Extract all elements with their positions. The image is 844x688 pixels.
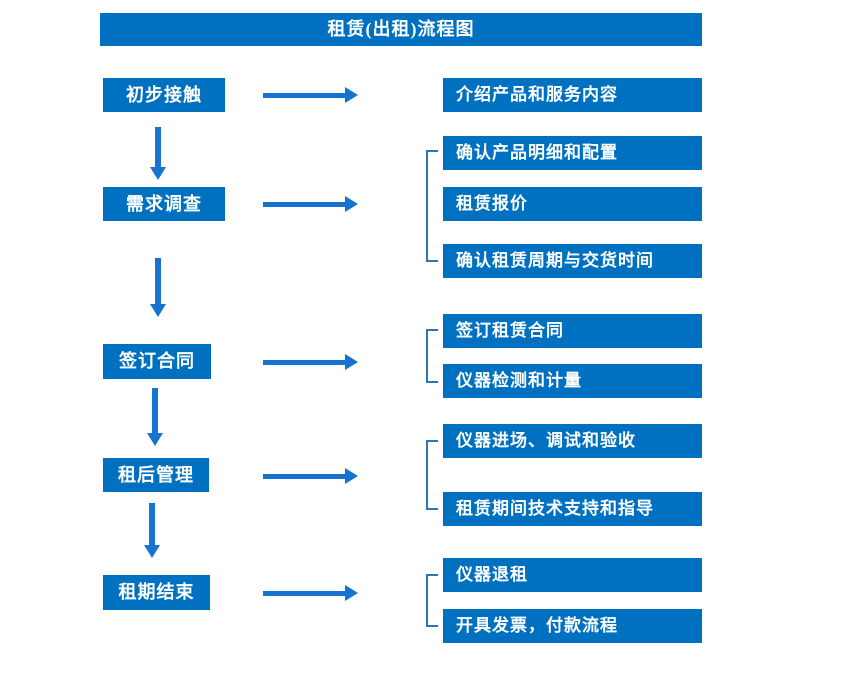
output-box-instrument-entry: 仪器进场、调试和验收 [443, 424, 702, 458]
right-arrow-head [345, 585, 358, 601]
right-arrow-shaft [263, 201, 345, 207]
output-box-confirm-rental-period: 确认租赁周期与交货时间 [443, 244, 702, 278]
right-arrow-3 [263, 354, 358, 370]
output-box-tech-support: 租赁期间技术支持和指导 [443, 492, 702, 526]
down-arrow-shaft [152, 388, 158, 433]
right-arrow-shaft [263, 92, 345, 98]
down-arrow-4 [144, 503, 160, 558]
right-arrow-shaft [263, 590, 345, 596]
output-box-confirm-product-details: 确认产品明细和配置 [443, 136, 702, 170]
output-box-instrument-return: 仪器退租 [443, 558, 702, 592]
output-box-sign-rental-contract: 签订租赁合同 [443, 314, 702, 348]
right-arrow-head [345, 196, 358, 212]
output-box-introduce-products: 介绍产品和服务内容 [443, 78, 702, 112]
output-box-instrument-testing: 仪器检测和计量 [443, 364, 702, 398]
group-bracket-rental-end [426, 574, 438, 627]
down-arrow-shaft [149, 503, 155, 545]
right-arrow-shaft [263, 359, 345, 365]
diagram-title: 租赁(出租)流程图 [100, 13, 702, 46]
stage-post-rental-management: 租后管理 [103, 458, 209, 492]
output-box-invoice-payment: 开具发票，付款流程 [443, 609, 702, 643]
down-arrow-head [150, 304, 166, 317]
group-bracket-post-rental [426, 440, 438, 510]
down-arrow-shaft [155, 258, 161, 304]
right-arrow-head [345, 468, 358, 484]
group-bracket-sign-contract [426, 329, 438, 383]
output-box-rental-quote: 租赁报价 [443, 187, 702, 221]
down-arrow-shaft [155, 127, 161, 167]
down-arrow-3 [147, 388, 163, 446]
right-arrow-5 [263, 585, 358, 601]
group-bracket-demand-survey [426, 150, 438, 262]
right-arrow-4 [263, 468, 358, 484]
down-arrow-2 [150, 258, 166, 317]
right-arrow-shaft [263, 473, 345, 479]
stage-demand-survey: 需求调查 [103, 187, 225, 221]
stage-sign-contract: 签订合同 [103, 344, 211, 379]
down-arrow-1 [150, 127, 166, 180]
right-arrow-head [345, 87, 358, 103]
stage-rental-end: 租期结束 [103, 575, 210, 610]
down-arrow-head [144, 545, 160, 558]
right-arrow-2 [263, 196, 358, 212]
down-arrow-head [150, 167, 166, 180]
right-arrow-head [345, 354, 358, 370]
stage-initial-contact: 初步接触 [103, 78, 225, 112]
down-arrow-head [147, 433, 163, 446]
right-arrow-1 [263, 87, 358, 103]
